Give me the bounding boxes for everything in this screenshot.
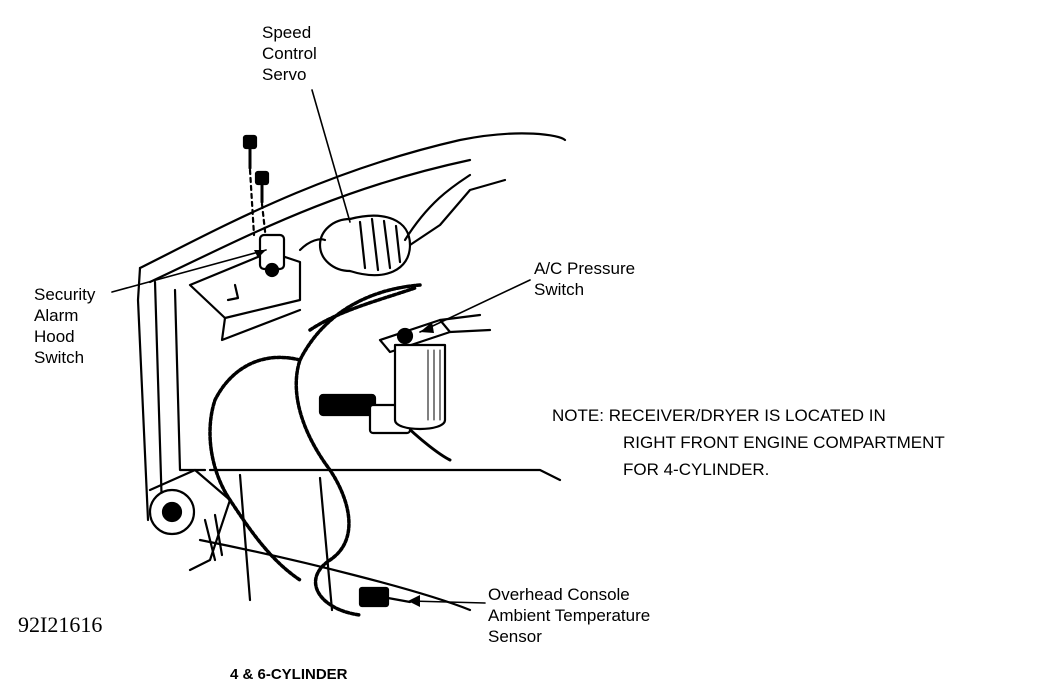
ambient-sensor-connector bbox=[358, 586, 412, 608]
screw-upper bbox=[242, 134, 258, 237]
figure-caption: 4 & 6-CYLINDER bbox=[230, 666, 348, 683]
fender-lip bbox=[153, 280, 164, 512]
note-line-3: FOR 4-CYLINDER. bbox=[623, 460, 770, 479]
firewall-lower bbox=[208, 468, 562, 482]
label-overhead-console-sensor: Overhead Console Ambient Temperature Sen… bbox=[488, 585, 651, 646]
screw-lower bbox=[254, 170, 270, 242]
leader-ac-switch bbox=[419, 279, 531, 333]
figure-code: 92I21616 bbox=[18, 612, 103, 637]
wiring-harness-main bbox=[294, 283, 422, 617]
hood-switch-bracket bbox=[188, 250, 302, 320]
fender-side bbox=[136, 266, 150, 522]
leader-sensor bbox=[409, 600, 486, 604]
receiver-dryer-canister bbox=[393, 343, 447, 430]
left-actuator bbox=[148, 468, 232, 572]
bracket-j bbox=[226, 283, 240, 302]
note-line-1: NOTE: RECEIVER/DRYER IS LOCATED IN bbox=[552, 406, 886, 425]
label-speed-control-servo: Speed Control Servo bbox=[262, 23, 317, 84]
servo-canister bbox=[298, 173, 507, 277]
frame-rail bbox=[238, 473, 334, 612]
fender-inner bbox=[148, 158, 472, 284]
wiring-harness-upper bbox=[308, 286, 417, 332]
harness-connector bbox=[318, 393, 377, 417]
note-receiver-dryer: NOTE: RECEIVER/DRYER IS LOCATED IN RIGHT… bbox=[552, 402, 945, 483]
wiring-harness-branch bbox=[208, 355, 302, 582]
leader-speed-servo bbox=[311, 89, 351, 223]
leader-hood-switch bbox=[111, 249, 267, 293]
note-line-2: RIGHT FRONT ENGINE COMPARTMENT bbox=[623, 433, 945, 452]
label-ac-pressure-switch: A/C Pressure Switch bbox=[534, 259, 636, 299]
label-security-alarm-hood-switch: Security Alarm Hood Switch bbox=[34, 285, 96, 367]
inner-panel bbox=[173, 288, 207, 472]
bottom-panel bbox=[198, 538, 472, 612]
fender-outline bbox=[138, 132, 567, 270]
